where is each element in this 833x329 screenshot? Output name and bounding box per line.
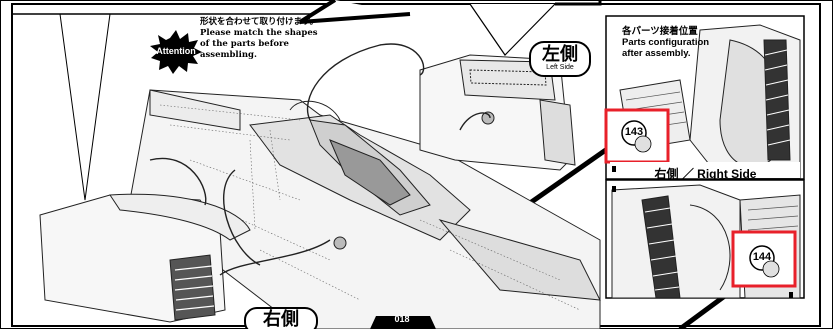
assembly-arrows	[149, 43, 491, 276]
page-number: 018	[394, 314, 410, 324]
right-side-label-bottom: 右側	[245, 309, 317, 329]
part-number-143: 143	[624, 126, 644, 138]
right-intake-part	[39, 193, 347, 323]
attention-line: 形状を合わせて取り付けます。	[200, 17, 319, 27]
attention-line: assembling.	[200, 50, 257, 60]
left-side-label-en: Left Side	[546, 64, 574, 71]
attention-line: of the parts before	[200, 39, 289, 49]
inset-title: 各パーツ接着位置 Parts configuration after assem…	[622, 26, 709, 59]
callout-pointers	[12, 0, 820, 201]
inset-title-line: Parts configuration	[622, 37, 710, 48]
left-side-bubble	[529, 41, 591, 77]
right-side-label-jp: 右側	[263, 309, 299, 329]
left-intake-part	[419, 54, 576, 171]
page-number-tab	[370, 316, 436, 329]
attention-badge	[150, 30, 202, 74]
inset-title-line: after assembly.	[622, 48, 691, 59]
attention-badge-label: Attention	[156, 46, 196, 56]
highlight-box-144	[731, 230, 797, 288]
attention-note: 形状を合わせて取り付けます。 Please match the shapes o…	[200, 17, 318, 61]
attention-line: Please match the shapes	[200, 28, 318, 38]
left-side-label-jp: 左側	[542, 44, 578, 64]
fuselage	[129, 89, 601, 329]
left-side-label: 左側 Left Side	[530, 44, 590, 72]
corner-markers	[612, 166, 793, 298]
inset-title-line: 各パーツ接着位置	[622, 26, 698, 37]
part-number-144: 144	[752, 251, 772, 263]
inset-right-side-label: 右側 ／ Right Side	[654, 167, 757, 181]
right-side-bubble	[244, 307, 318, 329]
